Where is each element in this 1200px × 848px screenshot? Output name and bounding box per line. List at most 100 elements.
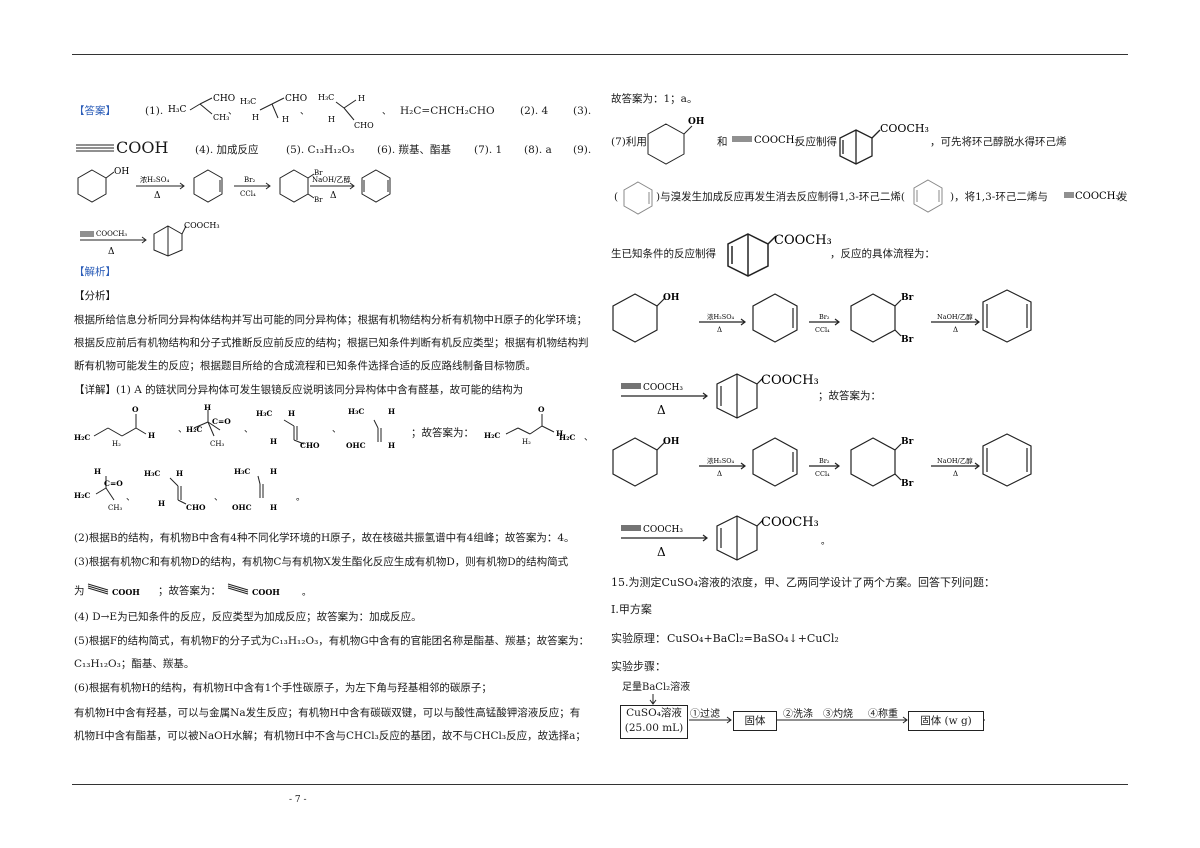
svg-text:CCl₄: CCl₄: [815, 326, 830, 334]
svg-text:H: H: [358, 94, 365, 103]
q7-use-text: (7)利用: [611, 136, 647, 148]
excess-bacl2-label: 足量BaCl₂溶液: [622, 682, 691, 693]
svg-text:H₂C: H₂C: [74, 491, 90, 500]
svg-text:H₂C: H₂C: [186, 425, 202, 434]
svg-text:CHO: CHO: [186, 503, 206, 512]
answer-tag: 【答案】: [74, 105, 116, 117]
answer-8: (8). a: [524, 144, 552, 156]
svg-text:Br: Br: [901, 335, 914, 345]
q7-gu-label: ；故答案为：: [818, 390, 881, 402]
svg-text:浓H₂SO₄: 浓H₂SO₄: [707, 312, 735, 321]
analysis-tag: 【解析】: [74, 266, 116, 278]
conc-h2so4-label: 浓H₂SO₄: [140, 175, 169, 184]
step-filter: ①过滤: [690, 709, 720, 720]
paren-open: (: [614, 191, 619, 203]
footer-rule: [72, 784, 1128, 785]
svg-text:浓H₂SO₄: 浓H₂SO₄: [707, 456, 735, 465]
svg-text:CH₃: CH₃: [213, 113, 229, 122]
svg-text:COOCH₃: COOCH₃: [643, 525, 683, 535]
svg-text:COOCH₃: COOCH₃: [761, 515, 819, 530]
svg-text:Δ: Δ: [717, 470, 722, 478]
svg-text:。: 。: [821, 537, 830, 547]
principle-label: 实验原理：: [611, 632, 666, 645]
svg-text:CHO: CHO: [300, 441, 320, 450]
paragraph-6: (6)根据有机物H的结构，有机物H中含有1个手性碳原子，为左下角与羟基相邻的碳原…: [74, 682, 492, 694]
propiolic-acid-structure-1: COOH: [87, 583, 140, 597]
svg-text:、: 、: [228, 107, 237, 117]
svg-text:、: 、: [300, 107, 309, 117]
svg-text:COOCH₃: COOCH₃: [880, 122, 929, 135]
svg-text:H₃C: H₃C: [144, 469, 160, 478]
solid-box: 固体: [733, 711, 777, 731]
answer-9-label: (9).: [573, 144, 592, 156]
svg-text:OHC: OHC: [346, 441, 366, 450]
svg-text:。: 。: [302, 588, 311, 598]
svg-text:H: H: [388, 441, 395, 450]
svg-text:H: H: [204, 403, 211, 412]
paragraph-3: (3)根据有机物C和有机物D的结构，有机物C与有机物X发生酯化反应生成有机物D，…: [74, 556, 569, 568]
svg-text:H: H: [282, 115, 289, 124]
methyl-propiolate-inline: COOCH₃: [1064, 191, 1119, 202]
paragraph-5-cont: C₁₃H₁₂O₃；酯基、羰基。: [74, 658, 195, 670]
q7-bromine-text: )与溴发生加成反应再发生消去反应制得1,3-环己二烯(: [656, 191, 905, 203]
page-number: - 7 -: [289, 795, 307, 805]
svg-text:Br: Br: [901, 293, 914, 303]
cyclohexene-inline: [623, 181, 653, 215]
svg-text:、: 、: [214, 493, 223, 503]
paragraph-6-cont-2: 机物H中含有酯基，可以被NaOH水解；有机物H中不含与CHCl₃反应的基团，故不…: [74, 730, 586, 742]
svg-text:COOH: COOH: [252, 587, 280, 597]
answer-6: (6). 羰基、酯基: [377, 144, 452, 156]
svg-text:Δ: Δ: [108, 247, 115, 257]
svg-text:H: H: [148, 431, 155, 440]
svg-text:CCl₄: CCl₄: [815, 470, 830, 478]
svg-text:Δ: Δ: [657, 403, 666, 417]
delta-label: Δ: [154, 191, 161, 201]
svg-text:、: 、: [584, 433, 593, 443]
paragraph-5: (5)根据F的结构简式，有机物F的分子式为C₁₃H₁₂O₃，有机物G中含有的官能…: [74, 635, 590, 647]
answer-5: (5). C₁₃H₁₂O₃: [286, 144, 355, 156]
svg-text:H: H: [270, 437, 277, 446]
svg-text:、: 、: [244, 425, 253, 435]
answer-7-8: 故答案为：1；a。: [611, 93, 698, 105]
svg-text:COOCH₃: COOCH₃: [184, 221, 220, 230]
svg-text:、: 、: [126, 493, 135, 503]
svg-text:H: H: [252, 113, 259, 122]
ccl4-label: CCl₄: [240, 190, 256, 198]
gu-answer-label: ；故答案为：: [411, 427, 474, 439]
svg-text:H: H: [94, 467, 101, 476]
svg-text:COOCH₃: COOCH₃: [761, 373, 819, 388]
header-rule: [72, 54, 1128, 55]
principle-equation: CuSO₄+BaCl₂=BaSO₄↓+CuCl₂: [667, 632, 839, 645]
svg-text:H: H: [288, 409, 295, 418]
svg-text:H: H: [556, 429, 563, 438]
paragraph-4: (4) D→E为已知条件的反应，反应类型为加成反应；故答案为：加成反应。: [74, 611, 422, 623]
q7-fa-text: 发: [1117, 191, 1128, 203]
analysis-paragraph-2: 根据反应前后有机物结构和分子式推断反应前反应的结构；根据已知条件判断有机反应类型…: [74, 337, 589, 349]
svg-text:H₂C: H₂C: [74, 433, 90, 442]
alkyne-triple-bond: [76, 144, 114, 152]
q7-and-text: 和: [717, 136, 728, 148]
svg-text:H: H: [158, 499, 165, 508]
svg-text:COOCH₃: COOCH₃: [754, 135, 798, 146]
cyclohexanol-structure: OH: [647, 117, 704, 165]
svg-text:、: 、: [332, 425, 341, 435]
svg-text:H: H: [328, 115, 335, 124]
svg-text:。: 。: [296, 493, 305, 503]
svg-text:OH: OH: [663, 437, 680, 447]
svg-text:C=O: C=O: [212, 417, 231, 426]
svg-text:NaOH/乙醇: NaOH/乙醇: [937, 456, 973, 465]
cuso4-solution-box: CuSO₄溶液 (25.00 mL): [620, 705, 688, 739]
svg-text:Δ: Δ: [657, 545, 666, 559]
plan-a-heading: Ⅰ.甲方案: [611, 603, 652, 616]
q7-product-text: 生已知条件的反应制得: [611, 248, 716, 260]
methyl-propiolate-structure: COOCH₃: [732, 135, 798, 146]
svg-text:H₃C: H₃C: [318, 93, 334, 102]
svg-text:Δ: Δ: [953, 326, 958, 334]
svg-text:H: H: [270, 467, 277, 476]
